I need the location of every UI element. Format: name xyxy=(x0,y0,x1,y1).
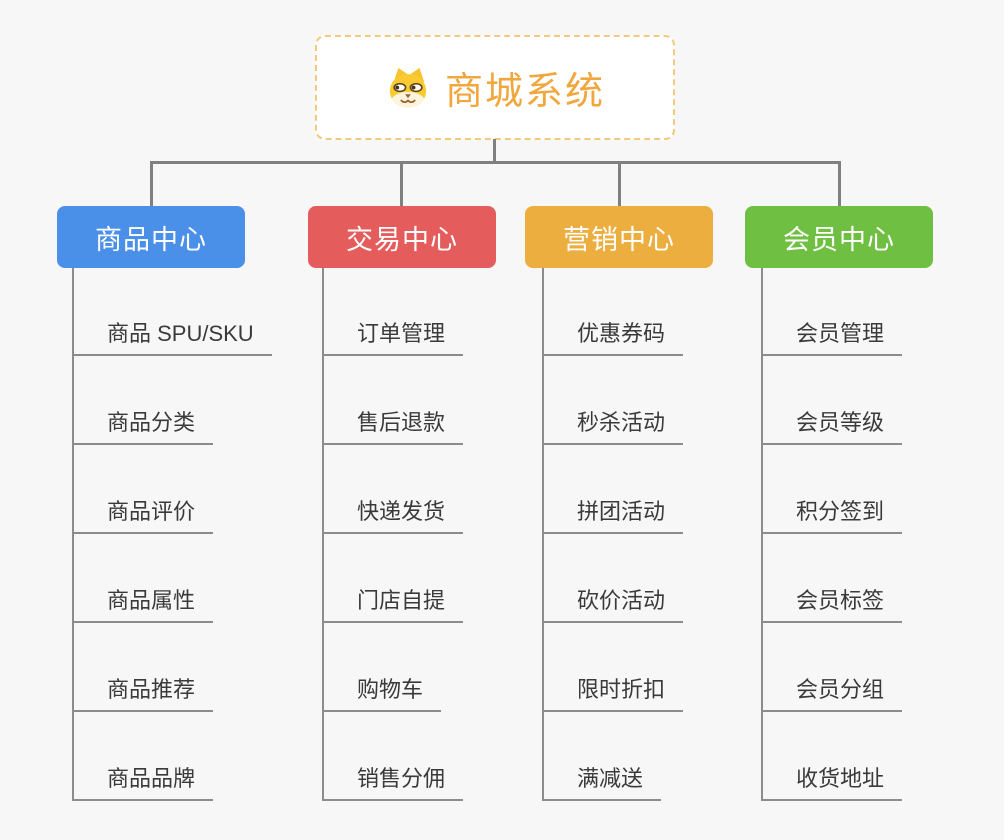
branch-children-goods: 商品 SPU/SKU 商品分类 商品评价 商品属性 商品推荐 商品品牌 xyxy=(72,268,324,801)
leaf-node[interactable]: 限时折扣 xyxy=(544,677,684,712)
leaf-node[interactable]: 快递发货 xyxy=(324,499,464,534)
connector-branch-stub xyxy=(838,161,841,206)
leaf-node[interactable]: 商品评价 xyxy=(74,499,214,534)
branch-node-member-center[interactable]: 会员中心 xyxy=(745,206,933,268)
root-title: 商城系统 xyxy=(444,71,605,113)
leaf-node[interactable]: 购物车 xyxy=(324,677,442,712)
leaf-node[interactable]: 会员等级 xyxy=(763,410,903,445)
connector-branch-stub xyxy=(618,161,621,206)
leaf-node[interactable]: 收货地址 xyxy=(763,766,903,801)
connector-branch-stub xyxy=(150,161,153,206)
branch-label: 营销中心 xyxy=(563,224,675,255)
leaf-node[interactable]: 优惠券码 xyxy=(544,321,684,356)
branch-label: 商品中心 xyxy=(95,224,207,255)
leaf-node[interactable]: 会员标签 xyxy=(763,588,903,623)
branch-children-marketing: 优惠券码 秒杀活动 拼团活动 砍价活动 限时折扣 满减送 xyxy=(542,268,794,801)
leaf-node[interactable]: 商品属性 xyxy=(74,588,214,623)
leaf-node[interactable]: 门店自提 xyxy=(324,588,464,623)
leaf-node[interactable]: 秒杀活动 xyxy=(544,410,684,445)
branch-label: 交易中心 xyxy=(346,224,458,255)
leaf-node[interactable]: 商品分类 xyxy=(74,410,214,445)
root-node[interactable]: 商城系统 xyxy=(315,35,675,140)
branch-node-trade-center[interactable]: 交易中心 xyxy=(308,206,496,268)
leaf-node[interactable]: 商品品牌 xyxy=(74,766,214,801)
leaf-node[interactable]: 拼团活动 xyxy=(544,499,684,534)
leaf-node[interactable]: 会员分组 xyxy=(763,677,903,712)
leaf-node[interactable]: 商品 SPU/SKU xyxy=(74,321,272,356)
branch-label: 会员中心 xyxy=(783,224,895,255)
leaf-node[interactable]: 商品推荐 xyxy=(74,677,214,712)
dog-face-icon xyxy=(385,65,431,111)
branch-node-goods-center[interactable]: 商品中心 xyxy=(57,206,245,268)
leaf-node[interactable]: 销售分佣 xyxy=(324,766,464,801)
leaf-node[interactable]: 满减送 xyxy=(544,766,662,801)
leaf-node[interactable]: 积分签到 xyxy=(763,499,903,534)
branch-children-trade: 订单管理 售后退款 快递发货 门店自提 购物车 销售分佣 xyxy=(322,268,574,801)
branch-node-marketing-center[interactable]: 营销中心 xyxy=(525,206,713,268)
leaf-node[interactable]: 订单管理 xyxy=(324,321,464,356)
branch-children-member: 会员管理 会员等级 积分签到 会员标签 会员分组 收货地址 xyxy=(761,268,1004,801)
leaf-node[interactable]: 砍价活动 xyxy=(544,588,684,623)
connector-horizontal xyxy=(150,161,840,164)
leaf-node[interactable]: 售后退款 xyxy=(324,410,464,445)
connector-branch-stub xyxy=(400,161,403,206)
leaf-node[interactable]: 会员管理 xyxy=(763,321,903,356)
connector-root-stub xyxy=(493,139,496,163)
